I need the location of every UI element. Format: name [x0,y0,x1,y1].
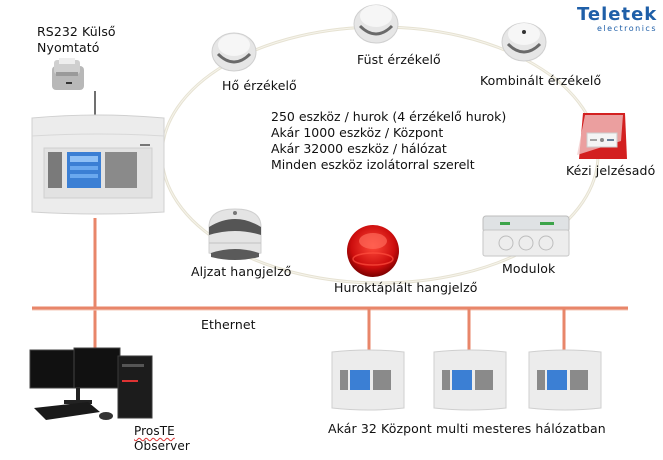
manual-call-point-label: Kézi jelzésadó [566,163,656,178]
printer-label-line1: RS232 Külső [37,24,116,39]
modules-label: Modulok [502,261,556,276]
manual-call-point-icon [577,113,627,159]
workstation-label-line2: Observer [134,439,190,453]
teletek-logo: Teletek electronics [577,4,658,34]
workstation-label-line1: ProsTE [134,424,175,438]
combined-detector-icon [501,22,547,62]
loop-info-line: Akár 1000 eszköz / Központ [271,125,444,140]
printer-label-line2: Nyomtató [37,40,100,55]
desktop-computer-icon [29,347,153,420]
main-control-panel [31,114,165,215]
smoke-detector-icon [353,4,399,44]
loop-info-line: Minden eszköz izolátorral szerelt [271,157,475,172]
smoke-detector-label: Füst érzékelő [357,52,441,67]
workstation-label: ProsTE Observer [134,424,190,454]
combined-detector-label: Kombinált érzékelő [480,73,602,88]
loop-capacity-info: 250 eszköz / hurok (4 érzékelő hurok) Ak… [271,109,506,173]
loop-info-line: 250 eszköz / hurok (4 érzékelő hurok) [271,109,507,124]
logo-wordmark: Teletek [577,4,658,25]
base-sounder-icon [208,208,262,260]
loop-info-line: Akár 32000 eszköz / hálózat [271,141,447,156]
loop-powered-sounder-icon [347,225,399,277]
printer-label: RS232 Külső Nyomtató [37,24,116,56]
base-sounder-label: Aljzat hangjelző [191,264,292,279]
ethernet-label: Ethernet [201,317,256,332]
module-box-icon [482,215,570,257]
loop-powered-sounder-label: Huroktáplált hangjelző [334,280,478,295]
network-panels-label: Akár 32 Központ multi mesteres hálózatba… [328,421,606,436]
heat-detector-icon [211,32,257,72]
network-panel-2 [433,349,507,411]
printer-icon [52,58,84,90]
network-panel-1 [331,349,405,411]
network-panel-3 [528,349,602,411]
logo-tagline: electronics [597,24,657,33]
heat-detector-label: Hő érzékelő [222,78,297,93]
